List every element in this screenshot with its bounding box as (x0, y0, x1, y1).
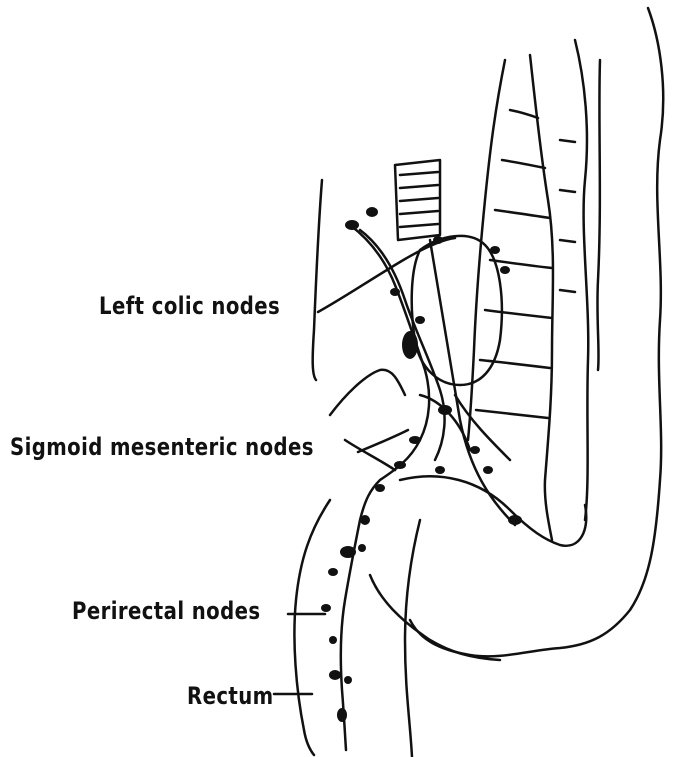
sigmoid-mesenteric-nodes-label: Sigmoid mesenteric nodes (10, 433, 314, 461)
descending-colon-outline (575, 40, 588, 520)
rectum-outline (294, 500, 330, 755)
leader-sigmoid (358, 430, 408, 452)
node (415, 316, 425, 324)
node (344, 676, 352, 684)
node (470, 446, 480, 454)
node (375, 484, 385, 492)
rectum-label: Rectum (187, 682, 274, 710)
node (337, 708, 347, 722)
rectum-inner-outline (405, 520, 420, 757)
node (340, 546, 356, 558)
node (329, 636, 337, 644)
node (483, 466, 493, 474)
node (508, 515, 522, 525)
sigmoid-colon-outline (400, 476, 586, 546)
node (500, 266, 510, 274)
perirectal-nodes-label: Perirectal nodes (72, 597, 260, 625)
lymph-nodes (321, 207, 522, 722)
node (321, 604, 331, 612)
left-wall-outline (313, 180, 322, 380)
node (328, 568, 338, 576)
node (433, 236, 443, 244)
node (358, 544, 366, 552)
node (409, 436, 421, 444)
left-colic-nodes-label: Left colic nodes (99, 292, 280, 320)
node (360, 515, 370, 525)
leader-left-colic (318, 238, 455, 312)
node (394, 461, 406, 469)
node (490, 246, 500, 254)
node (390, 288, 400, 296)
node (438, 405, 452, 415)
node (435, 466, 445, 474)
node (366, 207, 378, 217)
node (402, 331, 418, 359)
node (329, 670, 341, 680)
node (345, 220, 359, 230)
